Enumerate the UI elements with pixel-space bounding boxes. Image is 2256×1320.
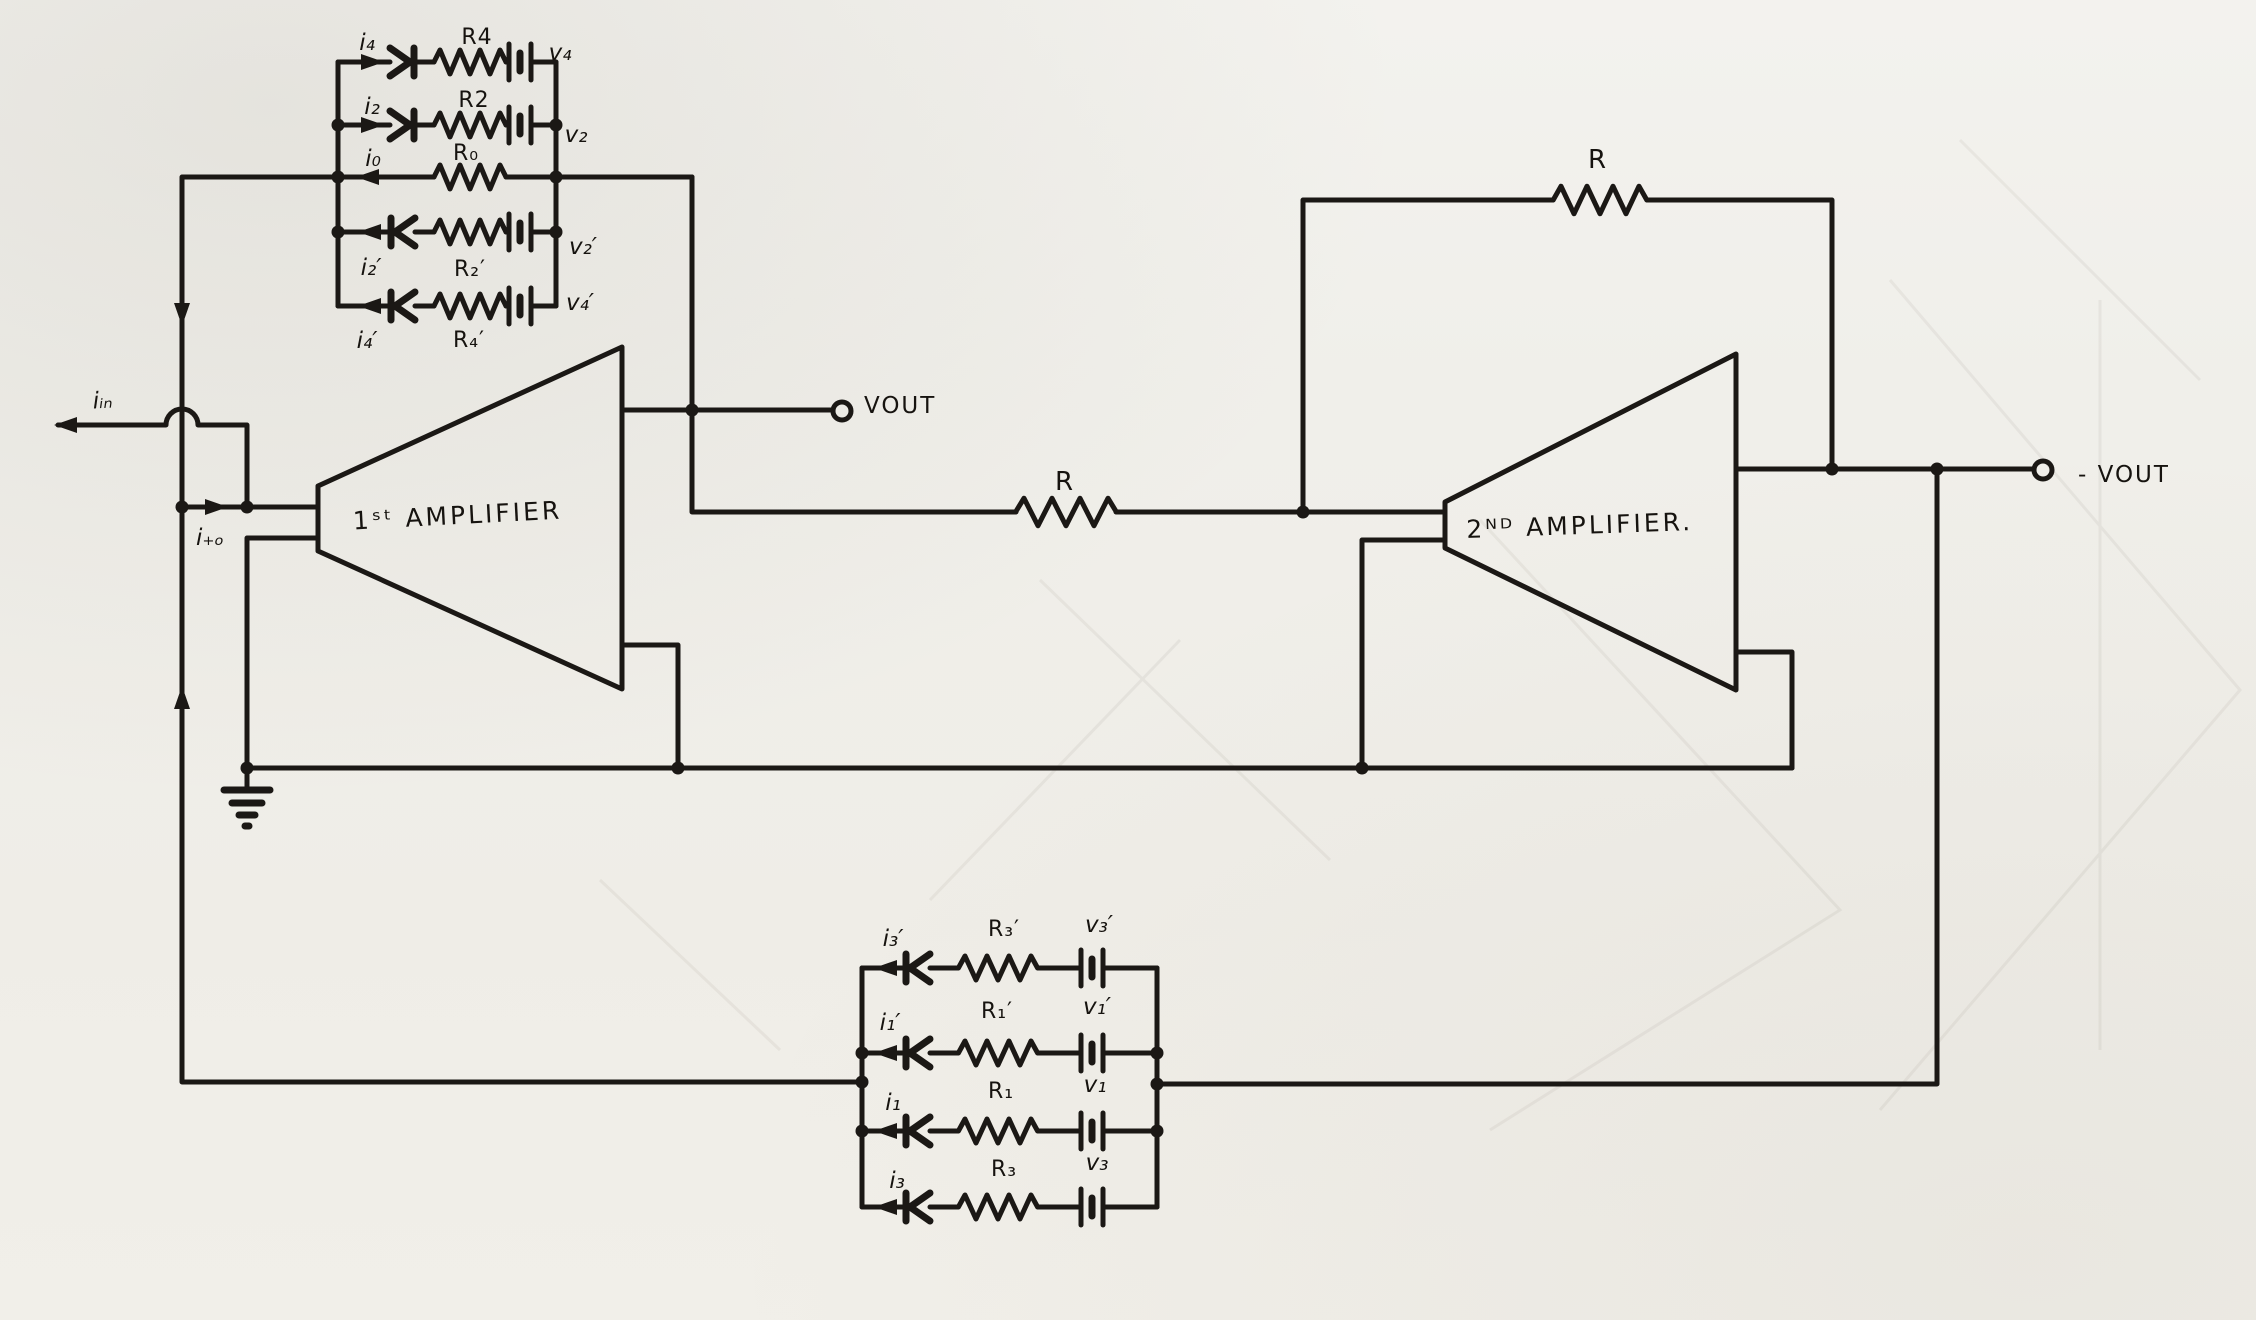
branch-source-label: v₃′	[1085, 912, 1114, 938]
battery-symbol	[1081, 1113, 1103, 1149]
battery-symbol	[509, 44, 531, 80]
amp2-label: 2ᴺᴰ AMPLIFIER.	[1466, 507, 1694, 544]
wire	[619, 642, 681, 771]
branch-resistor-label: R₂′	[454, 257, 486, 282]
amp1-label: 1ˢᵗ AMPLIFIER	[352, 496, 563, 536]
branch-source-label: v₄′	[566, 290, 595, 316]
current-arrow	[874, 960, 897, 976]
branch-source-label: v₂′	[569, 234, 598, 260]
neg-vout-label: - VOUT	[2078, 462, 2170, 488]
wire	[179, 174, 865, 1085]
current-arrow	[358, 298, 381, 314]
current-arrow	[874, 1123, 897, 1139]
diode-symbol	[390, 48, 414, 76]
branch-resistor-label: R₃	[991, 1157, 1017, 1182]
vout-label: VOUT	[864, 393, 936, 419]
current-arrow-up	[174, 686, 190, 709]
branch-current-label: i₄	[359, 30, 375, 56]
vout-terminal	[833, 402, 851, 420]
diode-symbol	[391, 218, 415, 246]
branch-current-label: i₄′	[357, 328, 379, 354]
branch-resistor-label: R₃′	[988, 917, 1020, 942]
branch-source-label: v₃	[1086, 1150, 1109, 1176]
neg-vout-terminal	[2034, 461, 2052, 479]
wire	[1300, 197, 1556, 515]
top-resistor-label: R	[1588, 145, 1606, 175]
amplifier1-symbol	[315, 344, 625, 692]
battery-symbol	[1081, 1189, 1103, 1225]
resistor-symbol	[434, 165, 506, 189]
branch-source-label: v₁	[1084, 1072, 1107, 1098]
branch-current-label: i₂	[364, 94, 380, 120]
resistor-symbol	[1553, 186, 1647, 214]
branch-source-label: v₄	[549, 40, 572, 66]
amplifier2-symbol	[1442, 351, 1739, 693]
diode-symbol	[390, 111, 414, 139]
wire	[1154, 466, 1940, 1087]
branch-current-label: i₃	[889, 1168, 905, 1194]
resistor-symbol	[958, 1119, 1037, 1143]
wire	[689, 174, 1019, 515]
battery-symbol	[1081, 1035, 1103, 1071]
branch-resistor-label: R₀	[453, 141, 479, 166]
branch-resistor-label: R₄′	[453, 328, 485, 353]
current-arrow	[205, 499, 228, 515]
wire-input	[55, 406, 250, 510]
branch-resistor-label: R2	[458, 88, 489, 113]
battery-symbol	[509, 288, 531, 324]
battery-symbol	[1081, 950, 1103, 986]
input-arrow	[54, 417, 77, 433]
diode-symbol	[906, 1039, 930, 1067]
resistor-symbol	[1016, 498, 1117, 526]
current-arrow	[361, 54, 384, 70]
current-arrow-down	[174, 303, 190, 326]
wire	[244, 535, 321, 771]
branch-current-label: i₂′	[361, 255, 383, 281]
current-arrow	[874, 1199, 897, 1215]
branch-source-label: v₂	[565, 122, 588, 148]
resistor-symbol	[958, 1041, 1037, 1065]
battery-symbol	[509, 107, 531, 143]
resistor-symbol	[958, 956, 1037, 980]
wire	[1644, 197, 1835, 472]
current-arrow	[358, 224, 381, 240]
branch-current-label: i₁	[885, 1090, 901, 1116]
wire	[1733, 649, 1795, 771]
branch-current-label: i₃′	[883, 926, 905, 952]
branch-resistor-label: R₁	[988, 1079, 1014, 1104]
diode-symbol	[906, 1117, 930, 1145]
branch-resistor-label: R₁′	[981, 999, 1013, 1024]
paper-bleedthrough-artifacts	[598, 138, 2242, 1132]
wires	[55, 59, 2037, 1210]
resistor-symbol	[434, 50, 506, 74]
resistor-symbol	[434, 220, 506, 244]
battery-symbol	[509, 214, 531, 250]
diode-symbol	[906, 1193, 930, 1221]
diode-symbol	[391, 292, 415, 320]
wire	[1359, 537, 1448, 771]
components	[54, 44, 2052, 1225]
resistor-symbol	[434, 113, 506, 137]
node-current-label: i₊ₒ	[196, 525, 224, 551]
current-arrow	[874, 1045, 897, 1061]
junction-dots	[175, 118, 1944, 1138]
labels: iᵢₙ i₊ₒ 1ˢᵗ AMPLIFIER 2ᴺᴰ AMPLIFIER. VOU…	[92, 25, 2170, 1194]
branch-resistor-label: R4	[461, 25, 492, 50]
mid-resistor-label: R	[1055, 467, 1073, 497]
resistor-symbol	[434, 294, 506, 318]
branch-current-label: i₁′	[880, 1010, 902, 1036]
input-current-label: iᵢₙ	[92, 388, 113, 415]
amplifiers	[315, 344, 1739, 693]
diode-symbol	[906, 954, 930, 982]
branch-current-label: i₀	[365, 146, 381, 172]
branch-source-label: v₁′	[1083, 994, 1112, 1020]
resistor-symbol	[958, 1195, 1037, 1219]
ground-symbol	[224, 768, 270, 826]
